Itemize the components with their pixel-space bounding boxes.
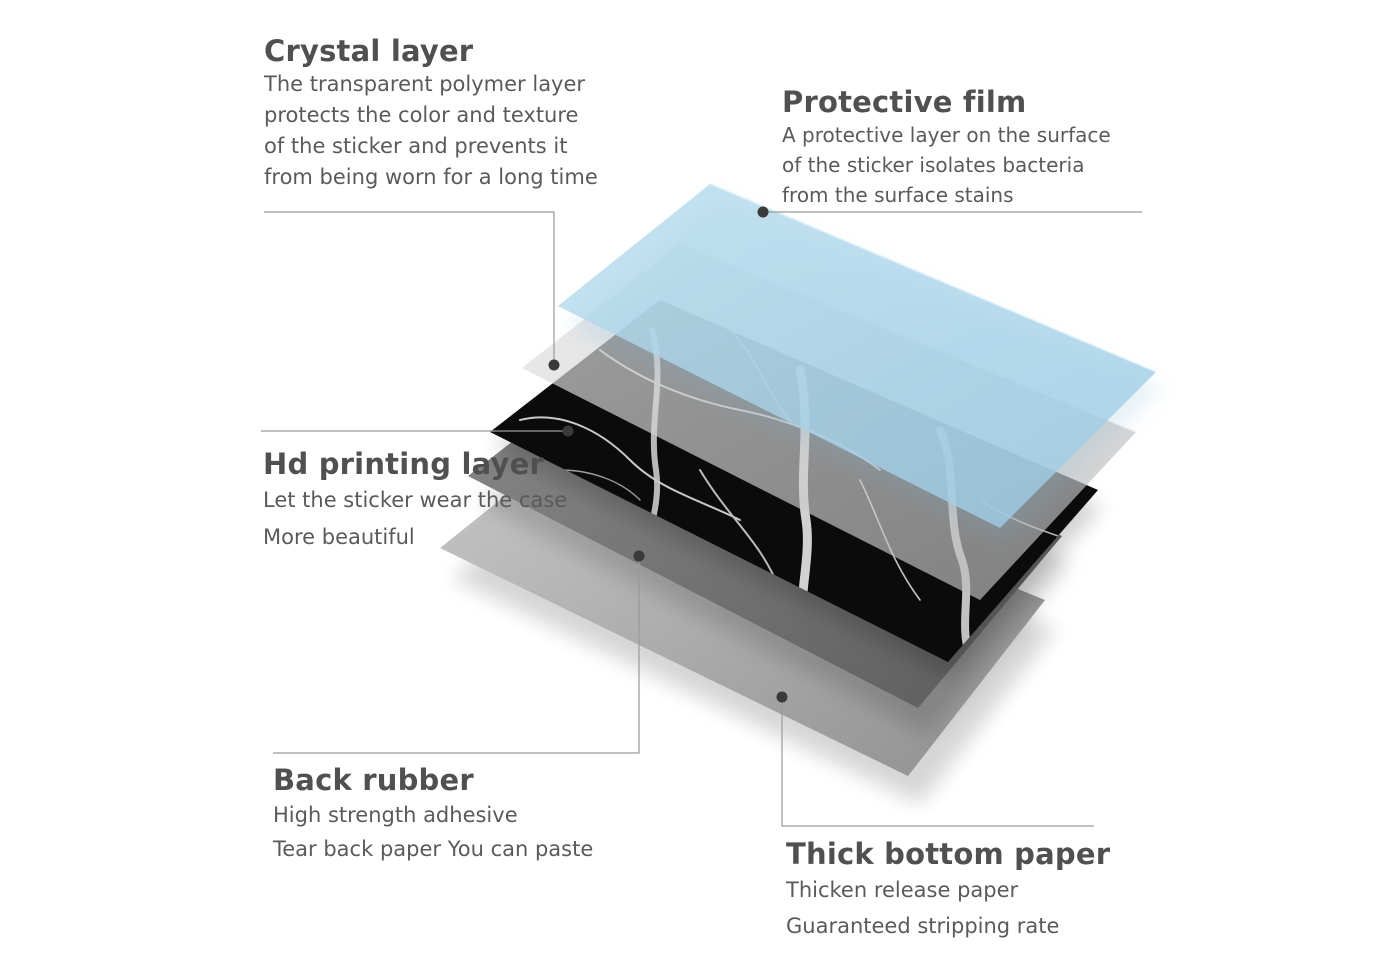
label-line: The transparent polymer layer	[264, 72, 586, 96]
label-line: Guaranteed stripping rate	[786, 914, 1060, 938]
label-line: High strength adhesive	[273, 803, 518, 827]
label-line: Tear back paper You can paste	[273, 837, 594, 861]
label-thick-bottom-paper: Thick bottom paper Thicken release paper…	[786, 836, 1110, 944]
marker-dot-hd	[562, 425, 574, 437]
marker-dot-crystal	[548, 359, 560, 371]
label-title: Protective film	[782, 85, 1027, 119]
label-line: of the sticker and prevents it	[264, 134, 568, 158]
label-line: A protective layer on the surface	[782, 123, 1111, 147]
marker-dot-back	[633, 550, 645, 562]
leader-line-crystal	[264, 211, 555, 365]
leader-lines	[261, 211, 1142, 827]
leader-line-back	[273, 556, 640, 754]
label-description: Thicken release paper Guaranteed strippi…	[786, 872, 1110, 944]
label-description: The transparent polymer layer protects t…	[264, 69, 598, 193]
label-description: Let the sticker wear the case More beaut…	[263, 482, 567, 556]
label-line: protects the color and texture	[264, 103, 579, 127]
label-line: from the surface stains	[782, 183, 1014, 207]
marker-dot-protective	[757, 206, 769, 218]
marker-dots	[548, 206, 788, 703]
protective-film-sheet	[558, 183, 1162, 542]
label-line: of the sticker isolates bacteria	[782, 153, 1085, 177]
label-back-rubber: Back rubber High strength adhesive Tear …	[273, 762, 593, 866]
label-description: High strength adhesive Tear back paper Y…	[273, 798, 593, 866]
label-protective-film: Protective film A protective layer on th…	[782, 84, 1111, 210]
label-title: Crystal layer	[264, 34, 474, 68]
marker-dot-thick	[776, 691, 788, 703]
label-line: from being worn for a long time	[264, 165, 598, 189]
label-crystal-layer: Crystal layer The transparent polymer la…	[264, 33, 598, 193]
label-description: A protective layer on the surface of the…	[782, 120, 1111, 210]
label-title: Back rubber	[273, 763, 474, 797]
label-line: Let the sticker wear the case	[263, 488, 568, 512]
label-line: Thicken release paper	[786, 878, 1019, 902]
label-line: More beautiful	[263, 525, 415, 549]
label-title: Hd printing layer	[263, 447, 544, 481]
leader-line-thick	[781, 697, 1094, 827]
label-title: Thick bottom paper	[786, 837, 1111, 871]
label-hd-printing-layer: Hd printing layer Let the sticker wear t…	[263, 446, 567, 556]
